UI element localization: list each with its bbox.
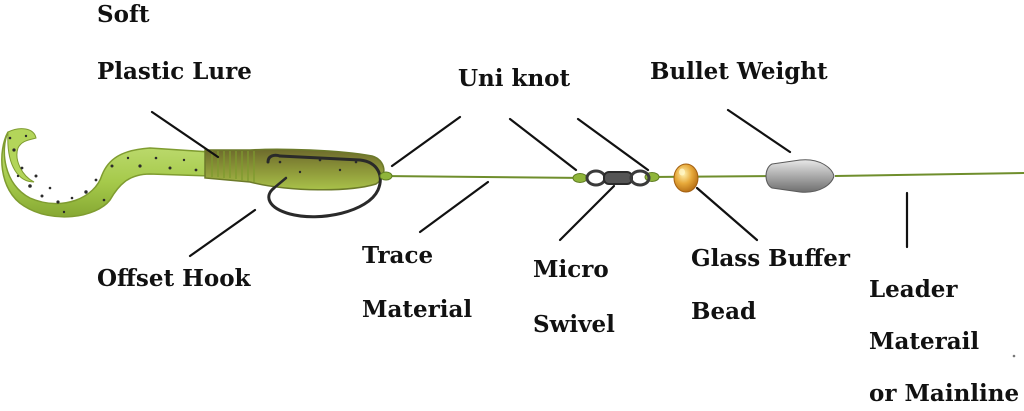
glass-buffer-bead [673,163,699,193]
pointer-lines [150,108,909,258]
pointer-uni-knot-right [576,117,650,172]
label-trace-line2: Material [362,296,473,323]
pointer-micro-swivel [558,184,616,242]
pointer-uni-knot-hook [390,115,462,168]
pointer-uni-knot-left [508,117,578,172]
lure-ribs [211,151,255,182]
label-micro-line2: Swivel [533,311,615,338]
label-leader-line2: Materail [869,328,980,355]
fishing-line [379,172,1024,179]
lure-speckles [8,134,358,214]
label-glass-line2: Bead [691,298,757,325]
stray-dot [1012,354,1016,358]
label-micro-line1: Micro [533,256,609,283]
label-leader-line3: or Mainline [869,380,1020,407]
label-soft-line2: Plastic Lure [97,58,252,85]
lure-tail-curl [7,128,37,183]
offset-hook [266,153,382,219]
pointer-bullet-weight [726,108,792,154]
micro-swivel [585,169,651,187]
label-offset-hook: Offset Hook [97,265,251,292]
label-bullet-weight: Bullet Weight [650,58,828,85]
pointer-trace-material [418,180,490,234]
uni-knot-hook [379,171,393,181]
label-soft-line1: Soft [97,1,150,28]
label-uni-knot: Uni knot [458,65,571,92]
pointer-soft-plastic-lure [150,110,220,159]
label-trace-line1: Trace [362,242,434,269]
pointer-offset-hook [188,208,257,258]
bullet-weight [765,159,835,193]
soft-plastic-lure [1,128,385,218]
label-leader-line1: Leader [869,276,958,303]
lure-tail [1,131,211,218]
pointer-glass-buffer-bead [695,186,759,242]
label-glass-line1: Glass Buffer [691,245,850,272]
